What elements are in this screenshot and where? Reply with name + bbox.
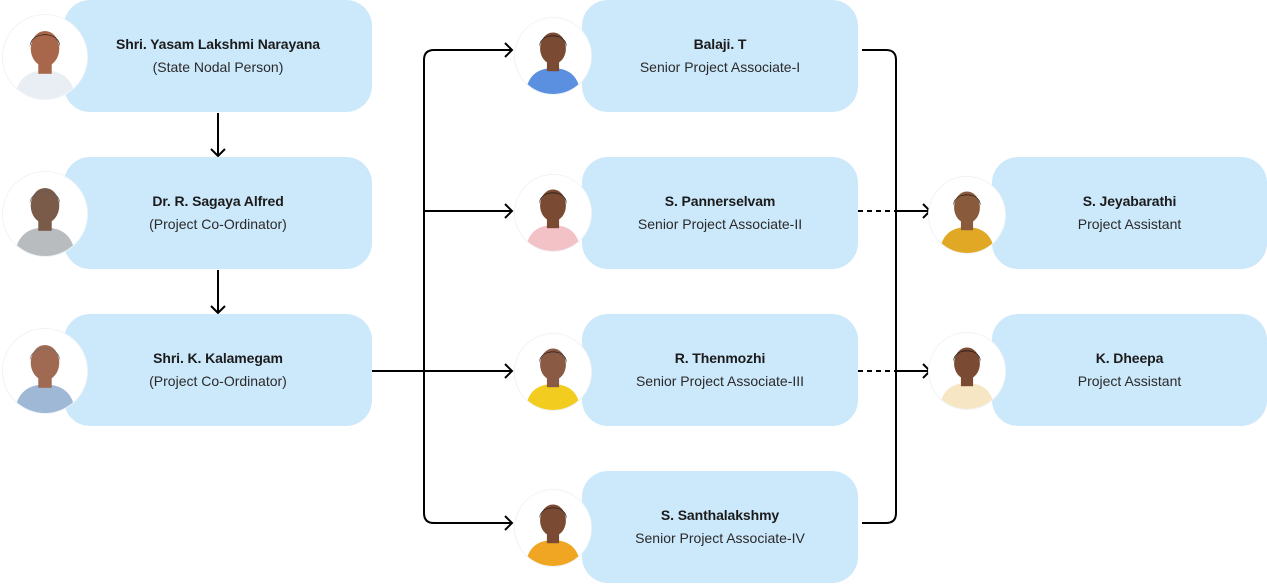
arrow-head-icon xyxy=(210,305,226,315)
arrow-head-icon xyxy=(504,203,514,219)
arrow-head-icon xyxy=(504,363,514,379)
person-name: R. Thenmozhi xyxy=(674,350,766,366)
node-senior-associate-4: S. Santhalakshmy Senior Project Associat… xyxy=(582,471,858,583)
node-project-coordinator-2: Shri. K. Kalamegam (Project Co-Ordinator… xyxy=(64,314,372,426)
person-name: Balaji. T xyxy=(693,36,747,52)
person-name: K. Dheepa xyxy=(1095,350,1164,366)
portrait-icon xyxy=(515,490,591,566)
node-project-coordinator-1: Dr. R. Sagaya Alfred (Project Co-Ordinat… xyxy=(64,157,372,269)
arrow-head-icon xyxy=(210,148,226,158)
avatar-photo xyxy=(515,334,591,410)
person-role: Senior Project Associate-III xyxy=(635,373,805,389)
portrait-icon xyxy=(3,172,87,256)
person-name: Dr. R. Sagaya Alfred xyxy=(152,193,284,209)
portrait-icon xyxy=(3,329,87,413)
avatar-photo xyxy=(515,18,591,94)
person-role: (Project Co-Ordinator) xyxy=(149,216,287,232)
node-state-nodal-person: Shri. Yasam Lakshmi Narayana (State Noda… xyxy=(64,0,372,112)
person-role: Senior Project Associate-I xyxy=(639,59,801,75)
avatar-photo xyxy=(929,333,1005,409)
node-senior-associate-3: R. Thenmozhi Senior Project Associate-II… xyxy=(582,314,858,426)
node-senior-associate-1: Balaji. T Senior Project Associate-I xyxy=(582,0,858,112)
portrait-icon xyxy=(3,15,87,99)
node-senior-associate-2: S. Pannerselvam Senior Project Associate… xyxy=(582,157,858,269)
connector-trunk-left xyxy=(423,49,512,524)
arrow-head-icon xyxy=(504,42,514,58)
portrait-icon xyxy=(929,177,1005,253)
avatar-photo xyxy=(515,490,591,566)
person-role: (Project Co-Ordinator) xyxy=(149,373,287,389)
portrait-icon xyxy=(515,175,591,251)
avatar-photo xyxy=(929,177,1005,253)
person-name: Shri. K. Kalamegam xyxy=(153,350,283,366)
person-role: Senior Project Associate-II xyxy=(637,216,803,232)
person-role: Project Assistant xyxy=(1077,216,1182,232)
portrait-icon xyxy=(515,334,591,410)
arrow-head-icon xyxy=(504,515,514,531)
portrait-icon xyxy=(929,333,1005,409)
person-name: Shri. Yasam Lakshmi Narayana xyxy=(116,36,320,52)
portrait-icon xyxy=(515,18,591,94)
person-name: S. Jeyabarathi xyxy=(1082,193,1177,209)
person-name: S. Pannerselvam xyxy=(664,193,776,209)
person-name: S. Santhalakshmy xyxy=(660,507,780,523)
avatar-photo xyxy=(515,175,591,251)
connector-trunk-right xyxy=(862,49,897,524)
avatar-photo xyxy=(3,15,87,99)
person-role: Project Assistant xyxy=(1077,373,1182,389)
avatar-photo xyxy=(3,329,87,413)
node-project-assistant-2: K. Dheepa Project Assistant xyxy=(992,314,1267,426)
node-project-assistant-1: S. Jeyabarathi Project Assistant xyxy=(992,157,1267,269)
person-role: Senior Project Associate-IV xyxy=(635,530,805,546)
avatar-photo xyxy=(3,172,87,256)
person-role: (State Nodal Person) xyxy=(152,59,284,75)
